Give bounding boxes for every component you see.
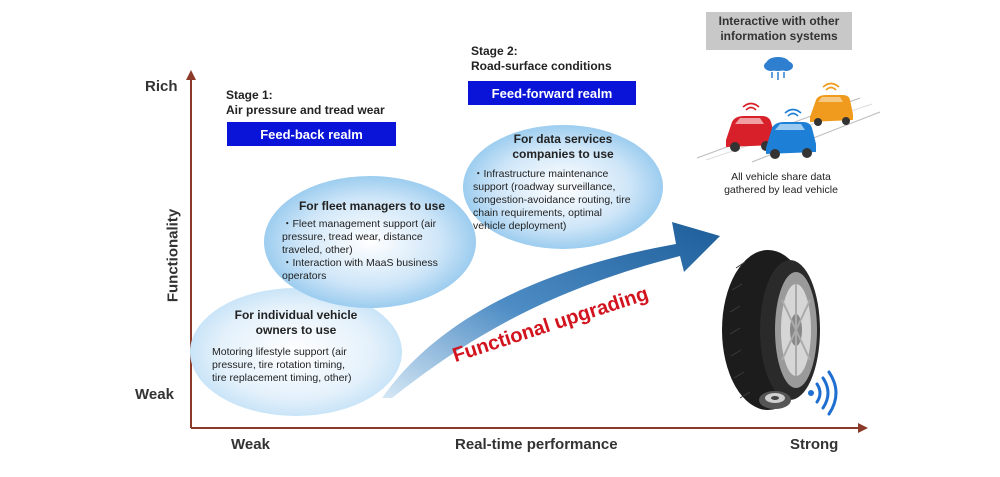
wireless-signal-icon: [808, 370, 838, 416]
orange-car-icon: [810, 95, 853, 126]
tire-icon: [722, 250, 820, 410]
blue-car-icon: [766, 122, 816, 159]
interactive-systems-box: Interactive with other information syste…: [706, 12, 852, 50]
feed-back-realm-label: Feed-back realm: [227, 122, 396, 146]
x-axis: [191, 423, 868, 433]
owners-bubble-title: For individual vehicle owners to use: [234, 308, 358, 337]
stage1-topic: Air pressure and tread wear: [226, 103, 385, 117]
sensor-icon: [759, 391, 791, 409]
vehicle-share-caption: All vehicle share data gathered by lead …: [724, 171, 838, 196]
stage1-label: Stage 1:: [226, 88, 273, 102]
owners-bubble-body: Motoring lifestyle support (air pressure…: [212, 346, 352, 384]
fleet-bubble-body: ・Fleet management support (air pressure,…: [282, 218, 438, 282]
y-axis-title: Functionality: [164, 208, 182, 303]
services-bubble-title: For data services companies to use: [512, 132, 614, 161]
x-axis-left-label: Weak: [231, 436, 270, 453]
feed-forward-realm-label: Feed-forward realm: [468, 81, 636, 105]
x-axis-title: Real-time performance: [455, 436, 618, 453]
fleet-bubble-title: For fleet managers to use: [298, 199, 446, 213]
red-car-signal: [742, 102, 760, 111]
fleet-bubble: [264, 176, 476, 308]
y-axis: [186, 70, 196, 428]
cloud-icon: [764, 57, 793, 80]
y-axis-bottom-label: Weak: [135, 386, 174, 403]
owners-bubble: [190, 288, 402, 416]
blue-car-signal: [784, 108, 802, 117]
stage2-label: Stage 2:: [471, 44, 518, 58]
orange-car-signal: [822, 82, 840, 91]
y-axis-top-label: Rich: [145, 78, 178, 95]
stage2-topic: Road-surface conditions: [471, 59, 612, 73]
services-bubble-body: ・Infrastructure maintenance support (roa…: [473, 168, 631, 232]
services-bubble: [463, 125, 663, 249]
functional-upgrading-arrow: [382, 222, 720, 398]
x-axis-right-label: Strong: [790, 436, 839, 453]
